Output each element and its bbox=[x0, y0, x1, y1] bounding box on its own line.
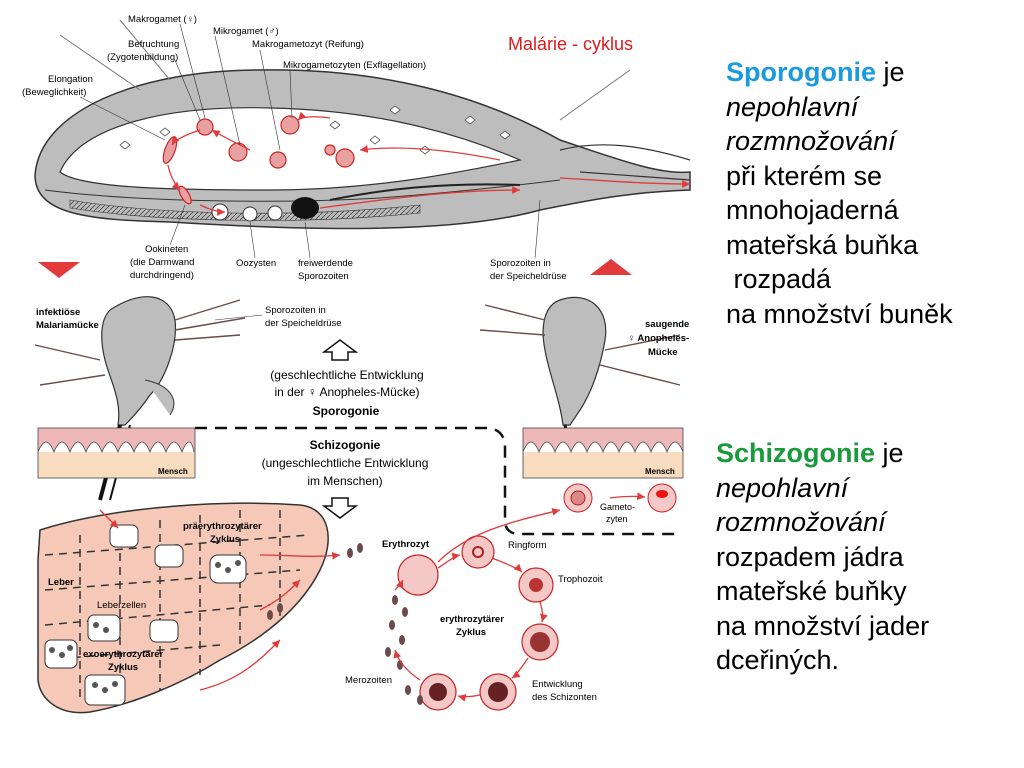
arrow-down-icon bbox=[38, 262, 80, 278]
label-trophozoit: Trophozoit bbox=[558, 574, 603, 585]
label-infektioese: infektiöse bbox=[36, 307, 80, 318]
label-malariamuecke: Malariamücke bbox=[36, 320, 99, 331]
label-elongation: Elongation bbox=[48, 74, 93, 85]
label-ringform: Ringform bbox=[508, 540, 547, 551]
label-ungeschlechtliche: (ungeschlechtliche Entwicklung bbox=[262, 456, 429, 470]
label-mensch-left: Mensch bbox=[158, 467, 188, 476]
open-arrow-up-icon bbox=[321, 339, 359, 361]
label-freiwerdende: freiwerdende bbox=[298, 258, 353, 269]
label-zygotenbildung: (Zygotenbildung) bbox=[107, 52, 178, 63]
label-darmwand: (die Darmwand bbox=[130, 257, 194, 268]
label-leber: Leber bbox=[48, 577, 74, 588]
sporogonie-line-6: mateřská buňka bbox=[726, 229, 919, 260]
erythrocyte-cycle bbox=[267, 492, 646, 711]
label-speicheldruese-mid: der Speicheldrüse bbox=[265, 318, 342, 329]
label-praeery-zyklus: Zyklus bbox=[210, 534, 240, 545]
label-exoery-zyklus: Zyklus bbox=[108, 662, 138, 673]
liver bbox=[37, 502, 341, 714]
label-schizogonie: Schizogonie bbox=[310, 438, 381, 452]
label-mensch-right: Mensch bbox=[645, 467, 675, 476]
schizogonie-line-6: na množství jader bbox=[716, 610, 930, 641]
label-exoerythrozytaerer: exoerythrozytärer bbox=[83, 649, 164, 660]
label-anopheles: ♀ Anopheles- bbox=[628, 333, 689, 344]
sporogonie-line-7: rozpadá bbox=[726, 264, 832, 294]
label-des-schizonten: des Schizonten bbox=[532, 692, 597, 703]
label-leberzellen: Leberzellen bbox=[97, 600, 146, 611]
schizogonie-definition: Schizogonie je nepohlavní rozmnožování r… bbox=[716, 436, 929, 678]
sporogonie-definition: Sporogonie je nepohlavní rozmnožování př… bbox=[726, 55, 953, 331]
arrow-up-icon bbox=[590, 259, 632, 275]
dashed-boundary bbox=[195, 426, 682, 536]
label-sporozoiten-frei: Sporozoiten bbox=[298, 271, 349, 282]
label-ery-zyklus: Zyklus bbox=[456, 627, 486, 638]
schizogonie-line-3: rozmnožování bbox=[716, 507, 886, 537]
sporogonie-line-2: nepohlavní bbox=[726, 91, 859, 122]
label-speicheldruese-top: der Speicheldrüse bbox=[490, 271, 567, 282]
label-muecke: Mücke bbox=[648, 347, 678, 358]
label-zyten: zyten bbox=[606, 514, 628, 524]
sporogonie-line-4: při kterém se bbox=[726, 160, 883, 191]
label-erythrozyt: Erythrozyt bbox=[382, 539, 430, 550]
schizogonie-term: Schizogonie bbox=[716, 438, 876, 468]
schizogonie-line-4: rozpadem jádra bbox=[716, 541, 904, 572]
label-sporozoiten-mid: Sporozoiten in bbox=[265, 305, 326, 316]
sporogonie-line-8: na množství buněk bbox=[726, 298, 953, 329]
label-ookineten: Ookineten bbox=[145, 244, 188, 255]
label-im-menschen: im Menschen) bbox=[307, 474, 382, 488]
label-merozoiten: Merozoiten bbox=[345, 675, 392, 686]
schizogonie-je: je bbox=[875, 438, 904, 468]
label-durchdringend: durchdringend) bbox=[130, 270, 194, 281]
label-beweglichkeit: (Beweglichkeit) bbox=[22, 87, 86, 98]
schizogonie-line-2: nepohlavní bbox=[716, 472, 849, 503]
label-geschlechtliche: (geschlechtliche Entwicklung bbox=[270, 368, 423, 382]
label-sporozoiten-top: Sporozoiten in bbox=[490, 258, 551, 269]
schizogonie-line-7: dceřiných. bbox=[716, 645, 840, 675]
sporogonie-line-5: mnohojaderná bbox=[726, 195, 899, 225]
label-sporogonie: Sporogonie bbox=[313, 404, 380, 418]
skin-right bbox=[522, 427, 684, 479]
label-oozysten: Oozysten bbox=[236, 258, 276, 269]
diagram-title: Malárie - cyklus bbox=[508, 34, 633, 54]
label-praeerythrozytaerer: präerythrozytärer bbox=[183, 521, 262, 532]
sporogonie-line-3: rozmnožování bbox=[726, 126, 896, 156]
sporogonie-term: Sporogonie bbox=[726, 57, 876, 87]
label-mikrogametozyten: Mikrogametozyten (Exflagellation) bbox=[283, 60, 426, 71]
sporogonie-je: je bbox=[876, 57, 905, 87]
open-arrow-down-icon bbox=[321, 497, 359, 519]
label-makrogametozyt: Makrogametozyt (Reifung) bbox=[252, 39, 364, 50]
label-mikrogamet: Mikrogamet (♂) bbox=[213, 26, 279, 37]
label-befruchtung: Befruchtung bbox=[128, 39, 179, 50]
label-in-der-muecke: in der ♀ Anopheles-Mücke) bbox=[274, 385, 419, 399]
label-entwicklung: Entwicklung bbox=[532, 679, 583, 690]
schizogonie-line-1: Schizogonie je bbox=[716, 436, 929, 471]
label-gameto: Gameto- bbox=[600, 502, 635, 512]
malaria-cycle-diagram: Malárie - cyklus Makrogamet (♀) Mikrogam… bbox=[22, 14, 691, 714]
label-erythrozytaerer: erythrozytärer bbox=[440, 614, 504, 625]
label-makrogamet: Makrogamet (♀) bbox=[128, 14, 197, 25]
schizogonie-line-5: mateřské buňky bbox=[716, 576, 907, 606]
skin-left bbox=[37, 427, 196, 479]
label-saugende: saugende bbox=[645, 319, 689, 330]
mosquito-gut bbox=[34, 19, 691, 230]
sporogonie-line-1: Sporogonie je bbox=[726, 55, 953, 90]
gametocytes bbox=[563, 483, 677, 513]
